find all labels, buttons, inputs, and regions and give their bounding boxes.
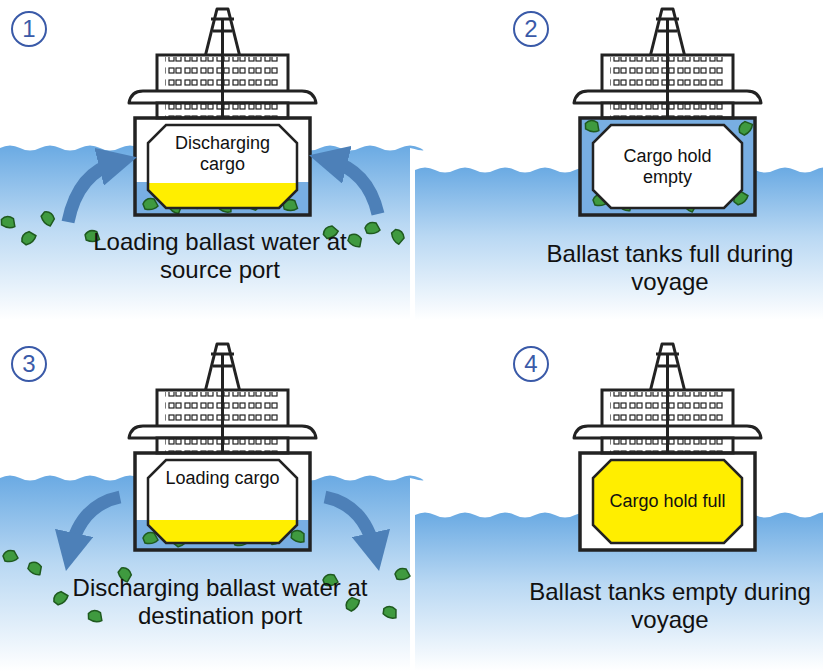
hold-label: Loading cargo <box>151 468 293 489</box>
hold-label: Discharging cargo <box>148 133 297 175</box>
organism <box>87 608 105 623</box>
organism <box>381 604 399 621</box>
organism <box>0 214 17 229</box>
organism <box>584 118 602 133</box>
callout-number: 3 <box>11 346 47 382</box>
organism <box>40 209 57 227</box>
organism <box>51 589 69 606</box>
callout-number: 2 <box>513 11 549 47</box>
callout-number: 1 <box>11 11 47 47</box>
organism <box>395 569 410 580</box>
step-caption: Ballast tanks full during voyage <box>520 240 820 296</box>
step-caption: Discharging ballast water at destination… <box>70 574 370 630</box>
cargo-hold: Cargo hold full <box>593 460 742 543</box>
organism <box>390 228 405 246</box>
cargo-hold: Discharging cargo <box>148 125 297 208</box>
hold-label: Cargo hold empty <box>593 146 742 188</box>
step-caption: Loading ballast water at source port <box>70 228 370 284</box>
organism <box>346 231 365 249</box>
organism <box>19 229 37 246</box>
callout-number: 4 <box>513 346 549 382</box>
step-caption: Ballast tanks empty during voyage <box>520 578 820 634</box>
organism <box>736 119 755 137</box>
cargo-hold: Cargo hold empty <box>593 125 742 208</box>
organism <box>3 551 18 562</box>
cargo-hold: Loading cargo <box>148 460 297 543</box>
organism <box>143 199 158 210</box>
organism <box>26 559 45 577</box>
hold-label: Cargo hold full <box>595 491 739 512</box>
organism <box>365 223 380 234</box>
